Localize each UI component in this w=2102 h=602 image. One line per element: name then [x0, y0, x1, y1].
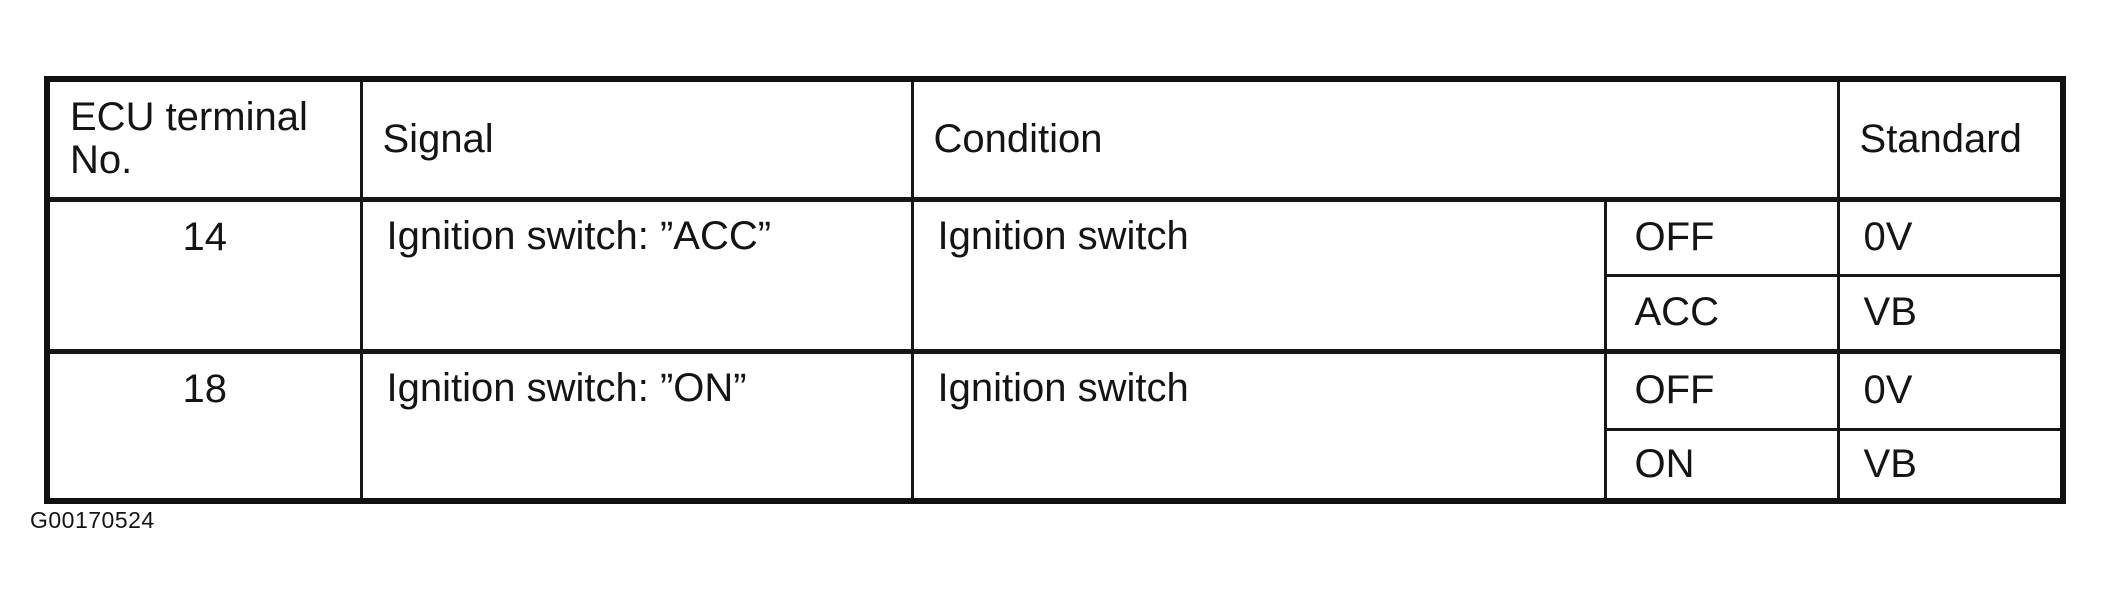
condition-state-cell: ON	[1603, 427, 1840, 503]
condition-state-cell: OFF	[1603, 348, 1840, 431]
terminal-no-cell: 18	[45, 348, 363, 503]
header-ecu-terminal-no: ECU terminal No.	[45, 77, 363, 202]
condition-cell: Ignition switch	[910, 348, 1607, 503]
table-row: 14 Ignition switch: ”ACC” Ignition switc…	[45, 197, 2065, 353]
standard-value-cell: VB	[1836, 427, 2065, 503]
header-condition: Condition	[910, 77, 1840, 202]
signal-cell: Ignition switch: ”ACC”	[359, 197, 914, 353]
standard-value-cell: VB	[1836, 273, 2065, 353]
header-standard: Standard	[1836, 77, 2065, 202]
signal-cell: Ignition switch: ”ON”	[359, 348, 914, 503]
standard-value-cell: 0V	[1836, 348, 2065, 431]
condition-cell: Ignition switch	[910, 197, 1607, 353]
standard-value-cell: 0V	[1836, 197, 2065, 277]
terminal-no-cell: 14	[45, 197, 363, 353]
table-row: 18 Ignition switch: ”ON” Ignition switch…	[45, 348, 2065, 503]
figure-id-label: G00170524	[30, 507, 155, 533]
condition-state-cell: ACC	[1603, 273, 1840, 353]
ecu-terminal-spec-table: ECU terminal No. Signal Condition Standa…	[44, 76, 2067, 504]
header-signal: Signal	[359, 77, 914, 202]
table-header-row: ECU terminal No. Signal Condition Standa…	[45, 77, 2065, 202]
table-row: ON VB	[47, 427, 2065, 503]
condition-state-cell: OFF	[1603, 197, 1840, 277]
table-row: ACC VB	[47, 273, 2065, 353]
